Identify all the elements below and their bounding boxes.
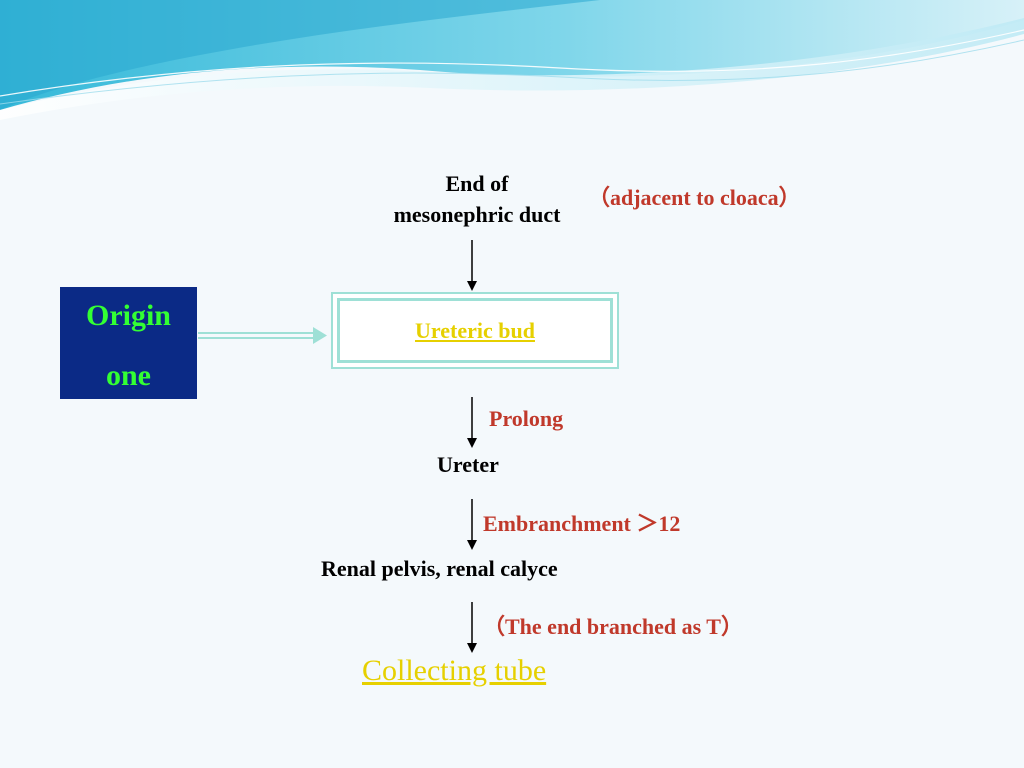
end-branched-note: （The end branched as T） [483,609,743,641]
header-swoosh-decoration [0,0,1024,140]
embranchment-label: Embranchment ＞12 [483,506,680,538]
source-line-1: End of [360,168,594,199]
origin-to-bud-arrow [198,327,327,344]
ureteric-bud-box: Ureteric bud [331,292,619,369]
bud-to-ureter-arrow [467,397,477,448]
adjacent-to-cloaca-note: （adjacent to cloaca） [588,180,801,212]
origin-box: Origin one [60,287,197,399]
origin-sublabel: one [60,335,197,395]
prolong-label: Prolong [489,406,563,432]
duct-to-bud-arrow [467,240,477,291]
pelvis-to-collecting-arrow [467,602,477,653]
renal-pelvis-label: Renal pelvis, renal calyce [321,556,558,582]
collecting-tube-label[interactable]: Collecting tube [362,654,546,688]
source-line-2: mesonephric duct [360,199,594,230]
ureter-to-pelvis-arrow [467,499,477,550]
ureter-label: Ureter [437,452,499,478]
ureteric-bud-label[interactable]: Ureteric bud [333,318,617,344]
mesonephric-duct-label: End of mesonephric duct [360,168,594,230]
origin-label: Origin [60,287,197,335]
